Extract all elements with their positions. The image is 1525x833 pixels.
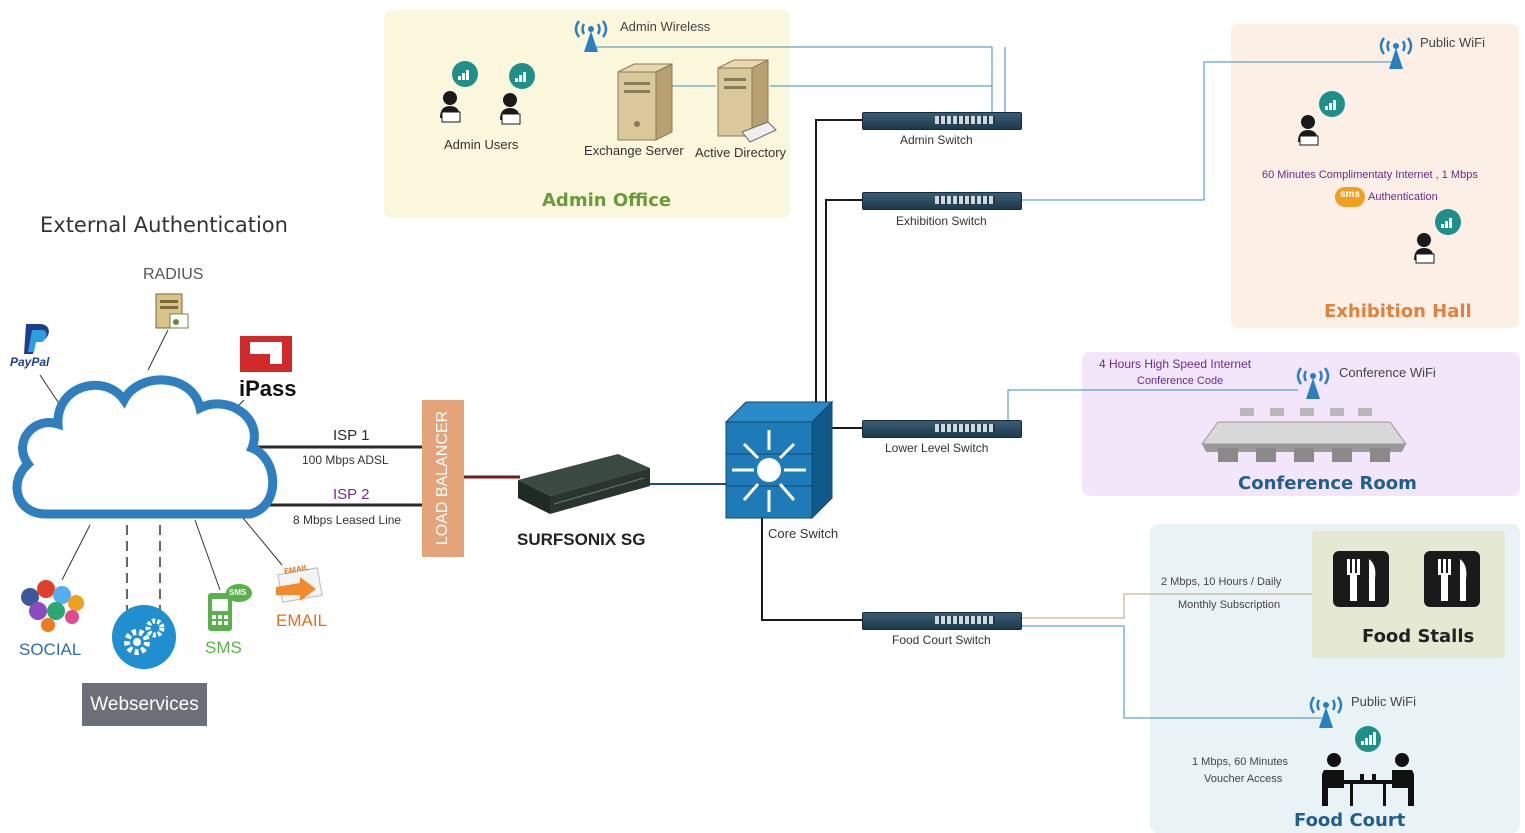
radius-server-icon [155,293,189,329]
food-court-wifi-label: Public WiFi [1351,694,1417,709]
load-balancer: LOAD BALANCER [422,400,464,557]
lower-level-switch-icon [862,420,1022,438]
food-court-title: Food Court [1294,810,1406,831]
admin-office-title: Admin Office [542,190,672,211]
load-balancer-label: LOAD BALANCER [434,410,451,546]
exhibition-user-1-icon [1298,91,1345,146]
exhibition-auth: Authentication [1368,191,1438,203]
exhibition-switch-label: Exhibition Switch [896,214,987,228]
people-dining-icon [1322,753,1414,806]
foodstalls-link [1020,593,1312,619]
exhibition-hall-zone [1231,24,1519,328]
sms-phone-icon [208,584,252,631]
isp1-label: ISP 1 [333,427,370,444]
core-foodcourt-link [761,518,862,621]
food-stalls-title: Food Stalls [1362,626,1475,647]
food-court-desc-2: Voucher Access [1204,773,1283,785]
food-court-switch-icon [862,612,1022,630]
admin-wireless-icon [574,20,608,52]
admin-user-2-icon [500,63,535,125]
food-stalls-desc-2: Monthly Subscription [1178,599,1281,611]
rack-appliance-icon [518,454,650,514]
ipass-label: iPass [239,376,297,401]
webservices-label: Webservices [82,683,207,726]
sms-label: SMS [205,638,242,657]
exhibition-wifi-icon [1379,37,1413,69]
sms-bubble-icon: sms [1335,187,1365,207]
fork-knife-icon-2 [1424,551,1480,607]
sms-badge-label: sms [1340,189,1361,200]
admin-wireless-label: Admin Wireless [620,19,711,34]
cloud-icon [12,375,278,519]
email-label: EMAIL [276,611,328,630]
admin-users-label: Admin Users [444,137,519,152]
admin-switch-label: Admin Switch [900,133,973,147]
core-exhibition-link [825,199,862,404]
cloud-email-link [237,511,283,566]
sms-tag: SMS [229,588,247,597]
conference-desc-2: Conference Code [1137,375,1224,387]
food-court-wifi-icon [1309,696,1343,728]
isp1-desc: 100 Mbps ADSL [302,453,389,467]
ipass-logo [240,336,292,372]
exhibition-hall-title: Exhibition Hall [1324,301,1472,322]
active-directory-label: Active Directory [695,145,787,160]
paypal-logo [24,324,49,354]
fork-knife-icon-1 [1333,551,1389,607]
active-directory-icon [717,59,777,143]
core-admin-link [815,119,862,404]
exhibition-desc: 60 Minutes Complimentaty Internet , 1 Mb… [1262,169,1478,181]
core-switch-label: Core Switch [768,526,839,541]
admin-user-1-icon [440,61,478,123]
isp2-label: ISP 2 [333,486,370,503]
food-court-desc-1: 1 Mbps, 60 Minutes [1192,756,1288,768]
conference-desc-1: 4 Hours High Speed Internet [1099,357,1252,371]
conference-table-icon [1201,408,1407,462]
cloud-sms-link [194,519,221,591]
lower-level-switch-label: Lower Level Switch [885,441,989,455]
exhibition-switch-icon [862,192,1022,210]
cloud-social-link [61,524,91,581]
exchange-server-icon [617,63,673,141]
email-envelope-icon [276,567,323,603]
exhibition-wifi-link [1020,61,1394,201]
radius-label: RADIUS [143,266,204,283]
exhibition-wifi-label: Public WiFi [1420,35,1486,50]
isp2-desc: 8 Mbps Leased Line [293,513,402,527]
social-label: SOCIAL [19,640,82,659]
core-switch-icon [724,400,834,520]
gears-icon [112,605,176,669]
conference-wifi-icon [1296,367,1330,399]
social-bubbles-icon [21,580,84,632]
food-court-switch-label: Food Court Switch [892,633,991,647]
cloud-radius-link [147,329,169,371]
gateway-label: SURFSONIX SG [517,530,646,549]
admin-switch-icon [862,112,1022,130]
exchange-server-label: Exchange Server [584,143,684,158]
external-auth-title: External Authentication [40,213,288,237]
conference-wifi-label: Conference WiFi [1339,365,1436,380]
paypal-label: PayPal [10,355,50,369]
exhibition-user-2-icon [1414,209,1461,264]
food-court-signal-icon [1355,726,1381,752]
food-stalls-desc-1: 2 Mbps, 10 Hours / Daily [1161,576,1282,588]
conference-room-title: Conference Room [1238,473,1417,494]
foodcourt-wifi-link [1020,625,1322,719]
admin-switch-wireless-link [590,46,993,112]
